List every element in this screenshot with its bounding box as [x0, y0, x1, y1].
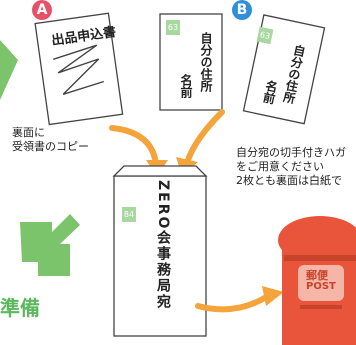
- envelope-b-caption-line2: をご用意ください: [236, 160, 324, 173]
- green-arrow-top: [0, 40, 18, 100]
- green-arrow-bottom: [20, 214, 80, 276]
- badge-a: A: [32, 0, 52, 20]
- badge-b: B: [232, 0, 252, 20]
- envelope-b-caption-line3: 2枚とも裏面は白紙で: [236, 174, 342, 187]
- doc-a-caption-line1: 裏面に: [12, 126, 45, 139]
- return-envelope-stamp: 63: [166, 20, 180, 35]
- return-envelope-address: 自分の住所: [199, 32, 213, 92]
- main-envelope-stamp: 84: [122, 207, 136, 222]
- postbox-label: 郵便: [306, 269, 328, 282]
- doc-a-caption-line2: 受領書のコピー: [12, 140, 89, 153]
- return-envelope-name: 名前: [179, 74, 193, 98]
- postbox-post-label: POST: [306, 281, 336, 292]
- envelope-b-caption-line1: 自分宛の切手付きハガ: [236, 146, 346, 159]
- preparation-label: 準備: [0, 296, 40, 320]
- main-envelope-address: ZERO会事務局宛: [155, 180, 171, 311]
